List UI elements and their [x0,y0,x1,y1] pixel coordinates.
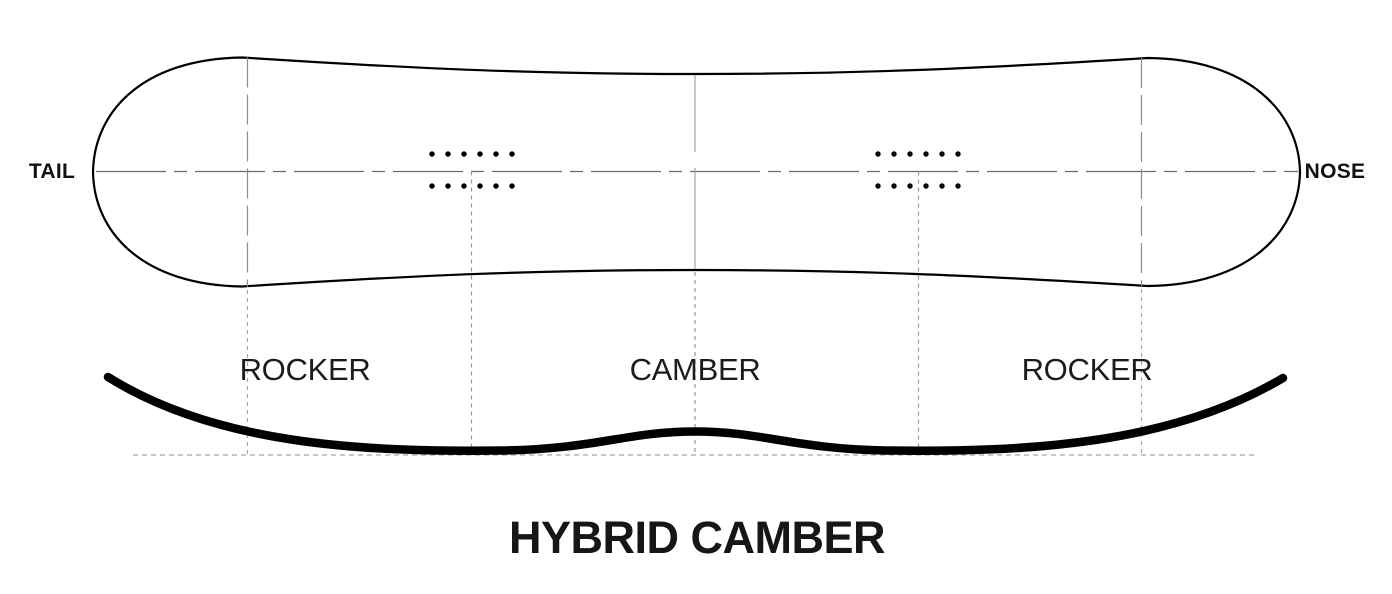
profile-curve [103,372,1288,455]
diagram-title: HYBRID CAMBER [509,512,886,563]
nose-label: NOSE [1304,160,1366,183]
binding-insert-dots-right [875,151,961,189]
tail-label: TAIL [28,160,76,183]
binding-insert-dots-left [429,151,515,189]
zone-label-rocker-right: ROCKER [1021,352,1153,387]
zone-label-camber: CAMBER [629,352,761,387]
snowboard-outline [91,56,1302,288]
zone-label-rocker-left: ROCKER [239,352,371,387]
